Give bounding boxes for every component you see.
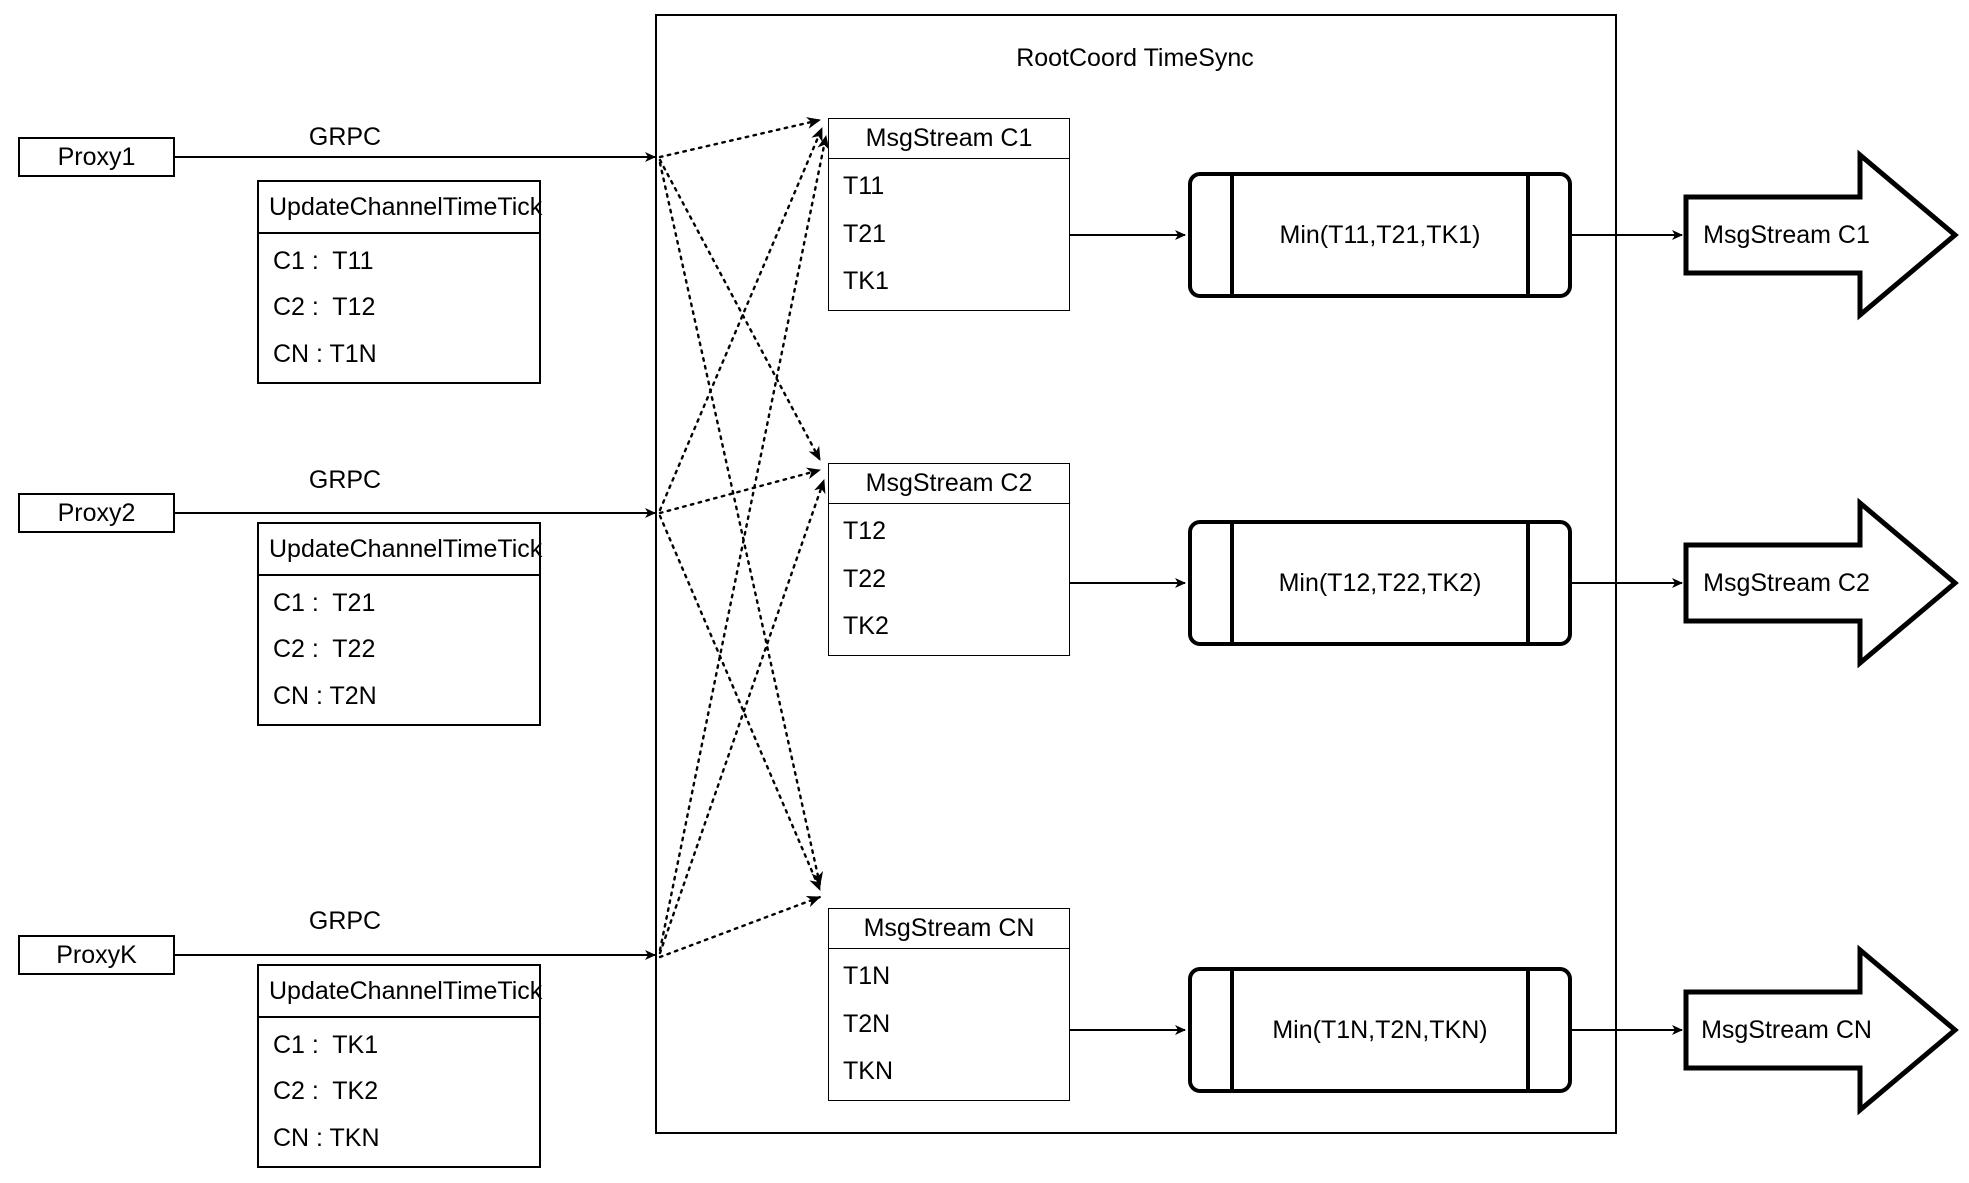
process-bar-right — [1526, 970, 1530, 1090]
process-bar-right — [1526, 523, 1530, 643]
min-process-2: Min(T12,T22,TK2) — [1188, 520, 1572, 646]
update-channel-timetick-record-3: UpdateChannelTimeTick C1 : TK1 C2 : TK2 … — [257, 964, 542, 1168]
process-bar-left — [1230, 970, 1234, 1090]
process-bar-right — [1526, 175, 1530, 295]
msgstream-title-1: MsgStream C1 — [829, 119, 1069, 159]
msgstream-row: TK2 — [843, 612, 889, 641]
record-row: C1 : TK1 — [273, 1030, 379, 1059]
msgstream-body-3: T1N T2N TKN — [829, 949, 1069, 1100]
grpc-label-2: GRPC — [308, 466, 382, 494]
proxy-node-1[interactable]: Proxy1 — [18, 137, 175, 177]
output-arrow-label-1: MsgStream C1 — [1703, 220, 1870, 249]
msgstream-body-2: T12 T22 TK2 — [829, 504, 1069, 655]
record-row: CN : T2N — [273, 681, 377, 710]
msgstream-row: T2N — [843, 1009, 891, 1038]
msgstream-row: T21 — [843, 219, 887, 248]
record-row: C2 : TK2 — [273, 1077, 379, 1106]
output-arrow-2: MsgStream C2 — [1686, 545, 1955, 621]
msgstream-row: T11 — [843, 172, 885, 201]
process-bar-left — [1230, 523, 1234, 643]
msgstream-row: TKN — [843, 1057, 893, 1086]
rootcoord-timesync-title: RootCoord TimeSync — [1016, 44, 1254, 72]
record-row: C2 : T12 — [273, 293, 376, 322]
msgstream-title-3: MsgStream CN — [829, 909, 1069, 949]
rootcoord-timesync-container — [655, 14, 1617, 1134]
record-row: C2 : T22 — [273, 635, 376, 664]
record-row: C1 : T21 — [273, 588, 376, 617]
min-process-3: Min(T1N,T2N,TKN) — [1188, 967, 1572, 1093]
min-process-label-3: Min(T1N,T2N,TKN) — [1272, 1015, 1488, 1044]
record-title-2: UpdateChannelTimeTick — [259, 524, 542, 576]
min-process-1: Min(T11,T21,TK1) — [1188, 172, 1572, 298]
msgstream-record-1: MsgStream C1 T11 T21 TK1 — [828, 118, 1070, 311]
proxy-label-1: Proxy1 — [57, 142, 136, 171]
record-body-2: C1 : T21 C2 : T22 CN : T2N — [259, 576, 539, 724]
record-title-1: UpdateChannelTimeTick — [259, 182, 542, 234]
output-arrow-label-3: MsgStream CN — [1701, 1015, 1872, 1044]
output-arrow-label-2: MsgStream C2 — [1703, 568, 1870, 597]
record-row: C1 : T11 — [273, 246, 374, 275]
record-row: CN : TKN — [273, 1123, 380, 1152]
msgstream-title-2: MsgStream C2 — [829, 464, 1069, 504]
output-arrow-3: MsgStream CN — [1686, 992, 1955, 1068]
record-row: CN : T1N — [273, 339, 377, 368]
grpc-label-1: GRPC — [308, 123, 382, 151]
record-body-3: C1 : TK1 C2 : TK2 CN : TKN — [259, 1018, 539, 1166]
msgstream-body-1: T11 T21 TK1 — [829, 159, 1069, 310]
proxy-node-2[interactable]: Proxy2 — [18, 493, 175, 533]
output-block-arrows — [1683, 149, 1959, 1116]
proxy-label-2: Proxy2 — [57, 498, 136, 527]
process-bar-left — [1230, 175, 1234, 295]
min-process-label-2: Min(T12,T22,TK2) — [1278, 568, 1482, 597]
proxy-label-3: ProxyK — [56, 940, 137, 969]
msgstream-record-2: MsgStream C2 T12 T22 TK2 — [828, 463, 1070, 656]
update-channel-timetick-record-2: UpdateChannelTimeTick C1 : T21 C2 : T22 … — [257, 522, 542, 726]
grpc-label-3: GRPC — [308, 907, 382, 935]
record-title-3: UpdateChannelTimeTick — [259, 966, 542, 1018]
output-arrow-1: MsgStream C1 — [1686, 197, 1955, 273]
msgstream-row: T12 — [843, 517, 887, 546]
min-process-label-1: Min(T11,T21,TK1) — [1279, 220, 1481, 249]
msgstream-record-3: MsgStream CN T1N T2N TKN — [828, 908, 1070, 1101]
proxy-node-3[interactable]: ProxyK — [18, 935, 175, 975]
update-channel-timetick-record-1: UpdateChannelTimeTick C1 : T11 C2 : T12 … — [257, 180, 542, 384]
record-body-1: C1 : T11 C2 : T12 CN : T1N — [259, 234, 539, 382]
msgstream-row: T22 — [843, 564, 887, 593]
msgstream-row: T1N — [843, 962, 891, 991]
msgstream-row: TK1 — [843, 267, 889, 296]
